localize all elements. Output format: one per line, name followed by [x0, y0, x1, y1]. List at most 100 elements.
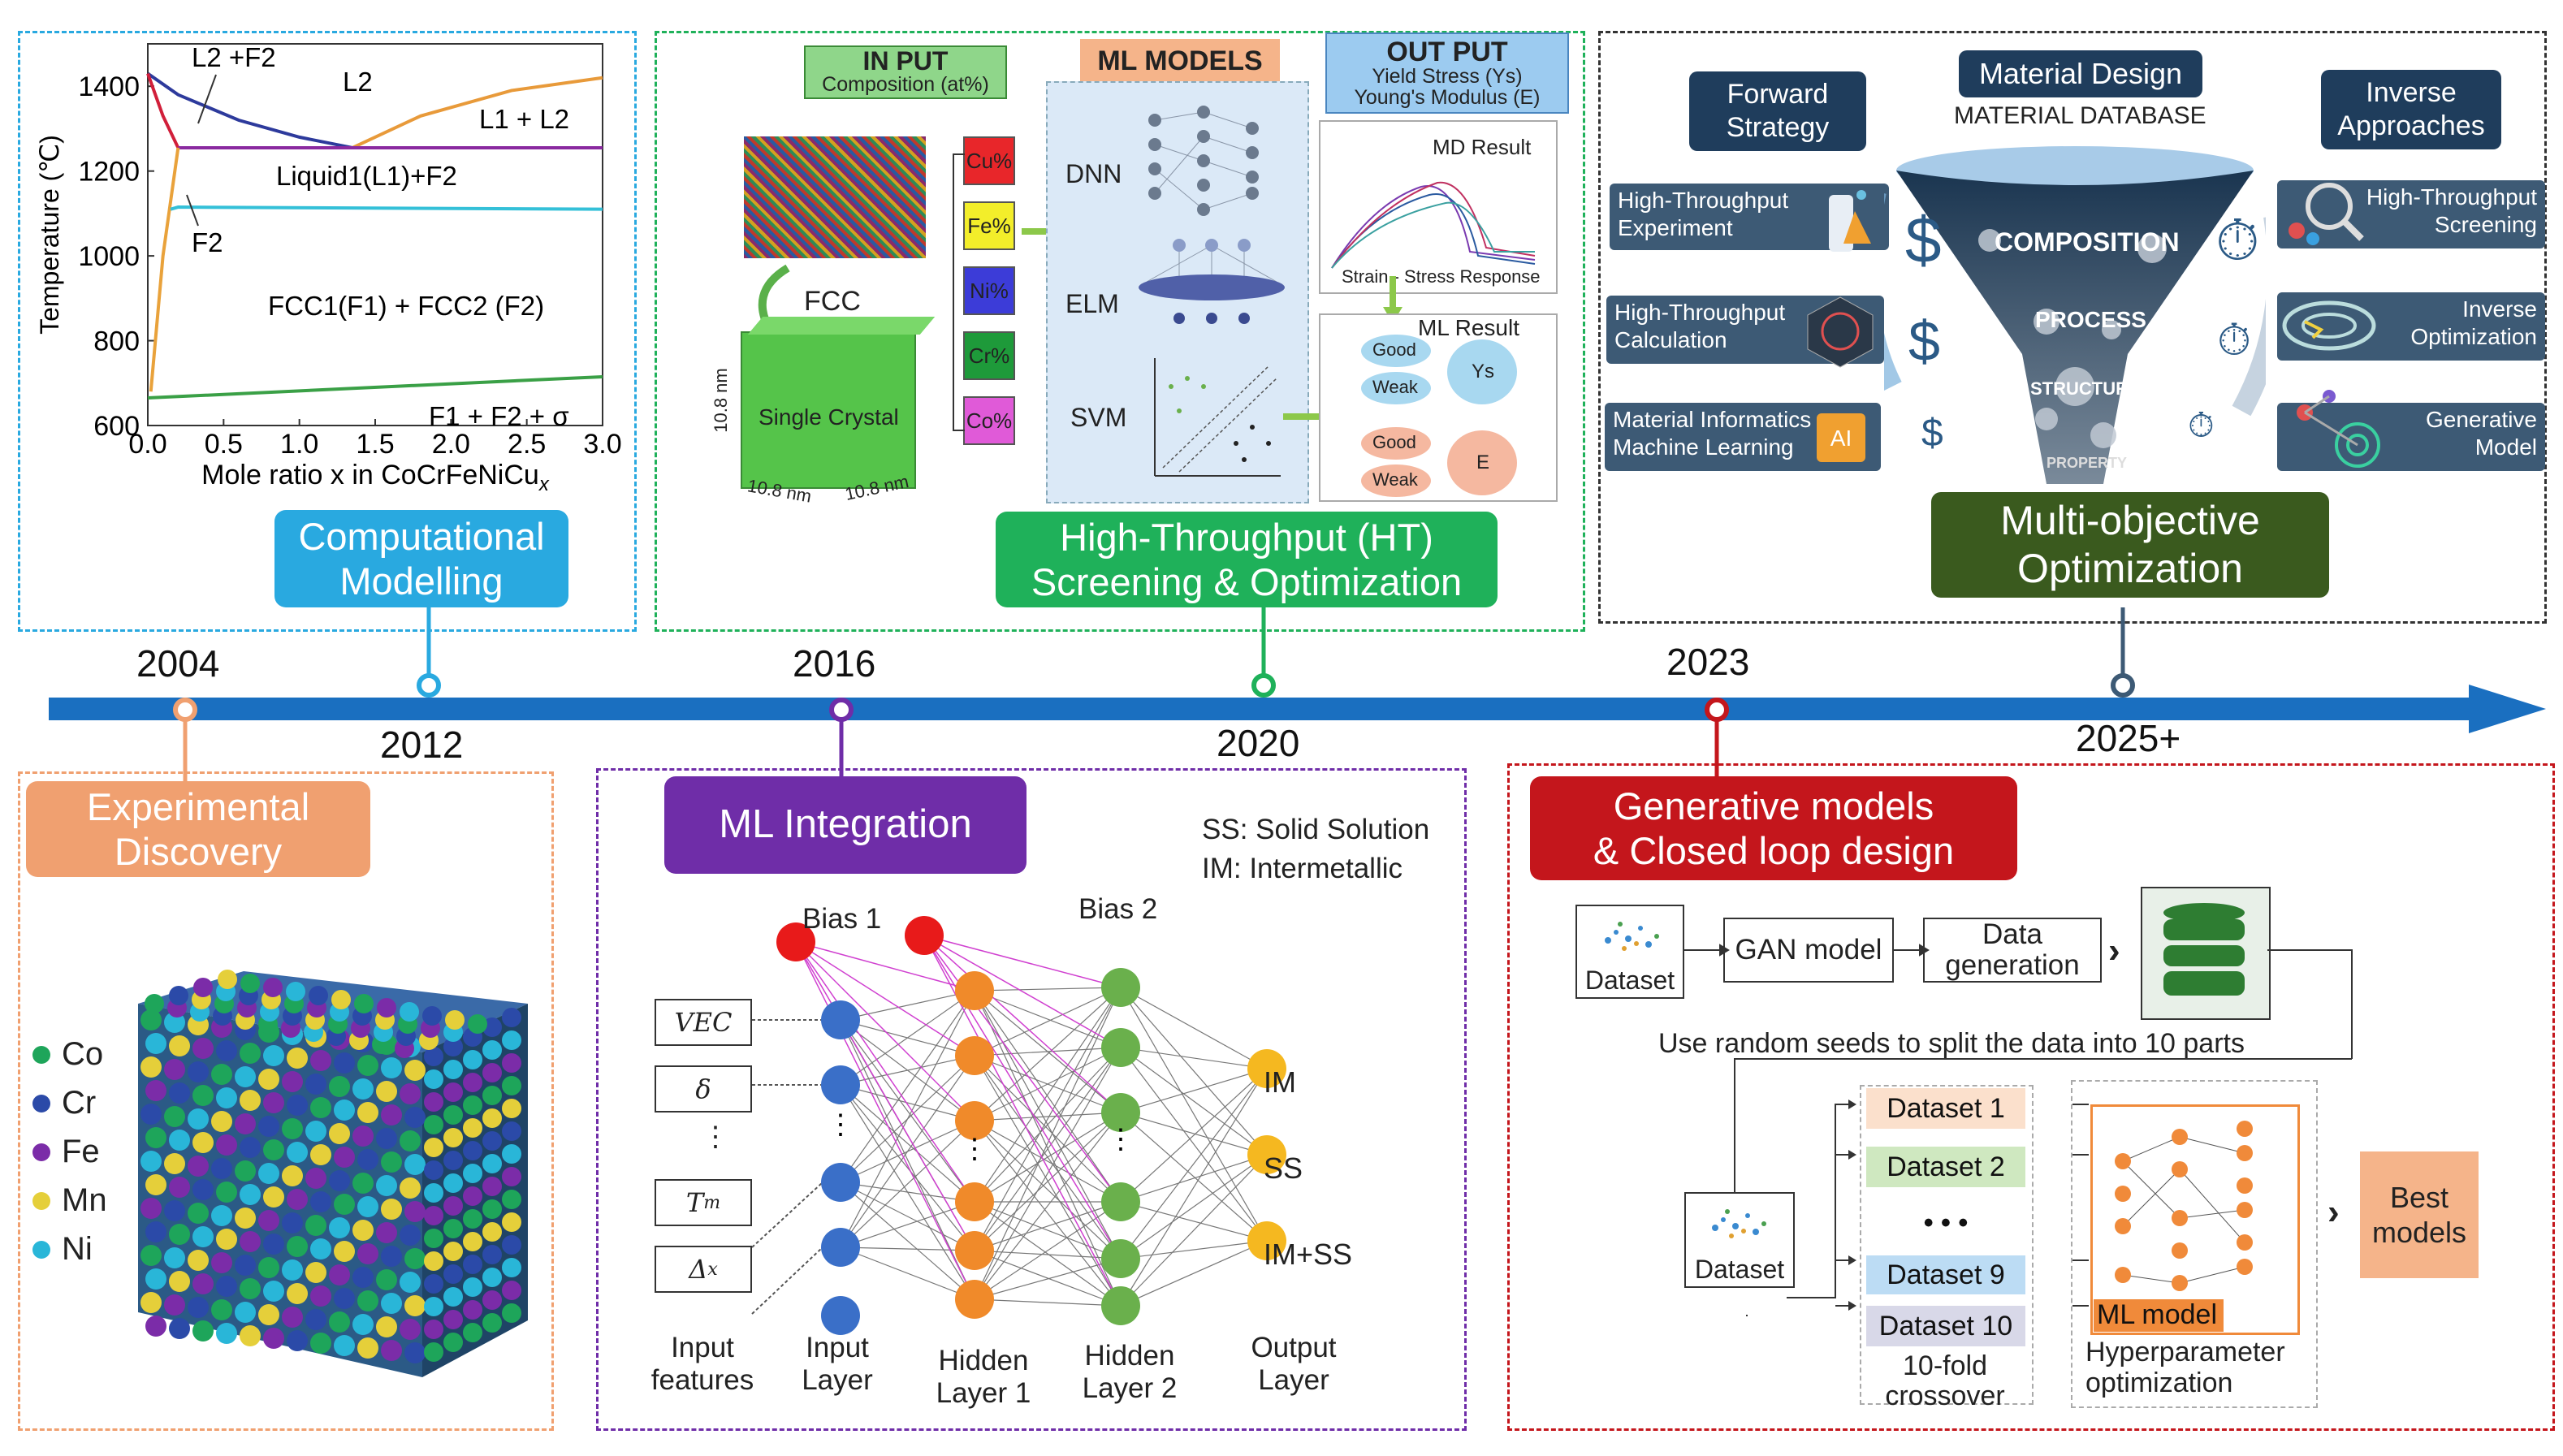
- x-tick-label: 2.0: [432, 429, 470, 460]
- atom: [334, 1147, 355, 1168]
- y-tick-label: 1000: [78, 241, 140, 272]
- hidden2-node: [1101, 968, 1140, 1007]
- year-2023: 2023: [1666, 641, 1750, 683]
- inverse-optimization-icon: [2282, 300, 2376, 351]
- dataset-9: Dataset 9: [1866, 1255, 2025, 1294]
- output-header: OUT PUT Yield Stress (Ys) Young's Modulu…: [1325, 32, 1569, 114]
- atom: [424, 1115, 443, 1134]
- nn-connection: [1120, 1240, 1268, 1307]
- nn-connection: [1120, 1112, 1268, 1156]
- ys-label: Ys: [1472, 361, 1495, 382]
- output-sub1: Yield Stress (Ys): [1372, 64, 1523, 88]
- hidden2-node: [1101, 1182, 1140, 1221]
- single-crystal-label: Single Crystal: [759, 404, 899, 430]
- atom: [188, 1108, 209, 1130]
- input-dx-sub: x: [707, 1259, 718, 1280]
- atom: [258, 1210, 279, 1231]
- atom: [263, 1186, 284, 1208]
- multi-objective-title: Multi-objective Optimization: [1931, 492, 2329, 598]
- atom: [381, 1151, 402, 1173]
- atom: [240, 1325, 261, 1346]
- atom: [463, 1141, 482, 1160]
- atom: [188, 1250, 209, 1271]
- atom: [169, 1318, 190, 1339]
- atom: [305, 1309, 326, 1330]
- funnel-composition: COMPOSITION: [1995, 227, 2180, 257]
- legend-dot: [32, 1094, 50, 1113]
- atom: [424, 1069, 443, 1089]
- atom: [376, 1316, 397, 1337]
- atom: [287, 1189, 308, 1210]
- atom: [376, 1222, 397, 1243]
- atom: [305, 1215, 326, 1236]
- nn-connection: [840, 1182, 975, 1251]
- funnel-structure: STRUCTURE: [2030, 378, 2141, 399]
- nn-connection: [923, 935, 1122, 1113]
- atom: [258, 1116, 279, 1137]
- atom: [443, 1128, 463, 1147]
- atom: [263, 1139, 284, 1160]
- atom: [424, 1138, 443, 1157]
- phase-annotation: L2 +F2: [192, 42, 276, 72]
- atom: [502, 1053, 521, 1073]
- legend-dot: [32, 1143, 50, 1161]
- nn-connection: [974, 1201, 1122, 1251]
- gan-model-box: GAN model: [1723, 918, 1894, 983]
- legend-label: Cr: [62, 1085, 97, 1121]
- atom: [502, 1099, 521, 1118]
- atom: [145, 1080, 166, 1101]
- legend-label: Fe: [62, 1134, 100, 1169]
- atom: [357, 1149, 378, 1170]
- atom: [334, 1052, 355, 1074]
- computational-panel: [18, 31, 637, 632]
- atom: [216, 1134, 237, 1156]
- atom: [352, 1078, 374, 1100]
- atom: [240, 1137, 261, 1158]
- x-tick-label: 2.5: [508, 429, 546, 460]
- atom: [310, 1191, 331, 1212]
- atom: [502, 1167, 521, 1186]
- ss-definition: SS: Solid Solution: [1202, 814, 1430, 845]
- input-node: [821, 1163, 860, 1202]
- nn-connection: [923, 935, 1122, 988]
- atom: [352, 1267, 374, 1288]
- year-2025-plus: 2025+: [2076, 717, 2181, 759]
- atom: [482, 1040, 502, 1060]
- atom: [211, 1252, 232, 1273]
- nn-connection: [1120, 1068, 1268, 1203]
- atom: [443, 1219, 463, 1238]
- legend-label: Co: [62, 1036, 104, 1072]
- nn-connection: [840, 1246, 975, 1251]
- year-2004: 2004: [136, 642, 220, 685]
- atom: [192, 1226, 214, 1247]
- nn-connection: [1120, 1068, 1268, 1259]
- nn-connection: [840, 990, 975, 1086]
- atom: [164, 1059, 185, 1080]
- ml-result-label: ML Result: [1418, 315, 1520, 340]
- hidden1-node: [955, 1101, 994, 1140]
- nn-connection: [1120, 1047, 1268, 1242]
- generative-icon: [2297, 390, 2380, 468]
- annotation-pointer: [186, 194, 199, 227]
- ml-integration-title: ML Integration: [664, 776, 1026, 874]
- layer-label-input-layer: Input Layer: [802, 1332, 873, 1396]
- atom: [424, 1092, 443, 1112]
- layer-label-hidden1: Hidden Layer 1: [936, 1345, 1031, 1409]
- atom: [263, 1045, 284, 1066]
- nn-connection: [974, 1250, 1122, 1307]
- nn-connection: [974, 1201, 1122, 1259]
- phase-annotation: F1 + F2 + σ: [429, 401, 569, 431]
- generative-title: Generative models & Closed loop design: [1530, 776, 2017, 880]
- atom: [211, 1299, 232, 1320]
- input-node: [821, 1228, 860, 1267]
- dataset-ellipsis: • • •: [1923, 1207, 1969, 1238]
- atom: [334, 1100, 355, 1121]
- phase-annotation: L2: [343, 67, 373, 97]
- atom: [282, 1307, 303, 1328]
- atom: [310, 1097, 331, 1118]
- atom: [216, 1182, 237, 1203]
- nn-connection: [974, 1112, 1122, 1121]
- legend-item-co: Co: [32, 1036, 103, 1073]
- atom: [334, 1241, 355, 1262]
- dataset-top-label: Dataset: [1584, 966, 1675, 995]
